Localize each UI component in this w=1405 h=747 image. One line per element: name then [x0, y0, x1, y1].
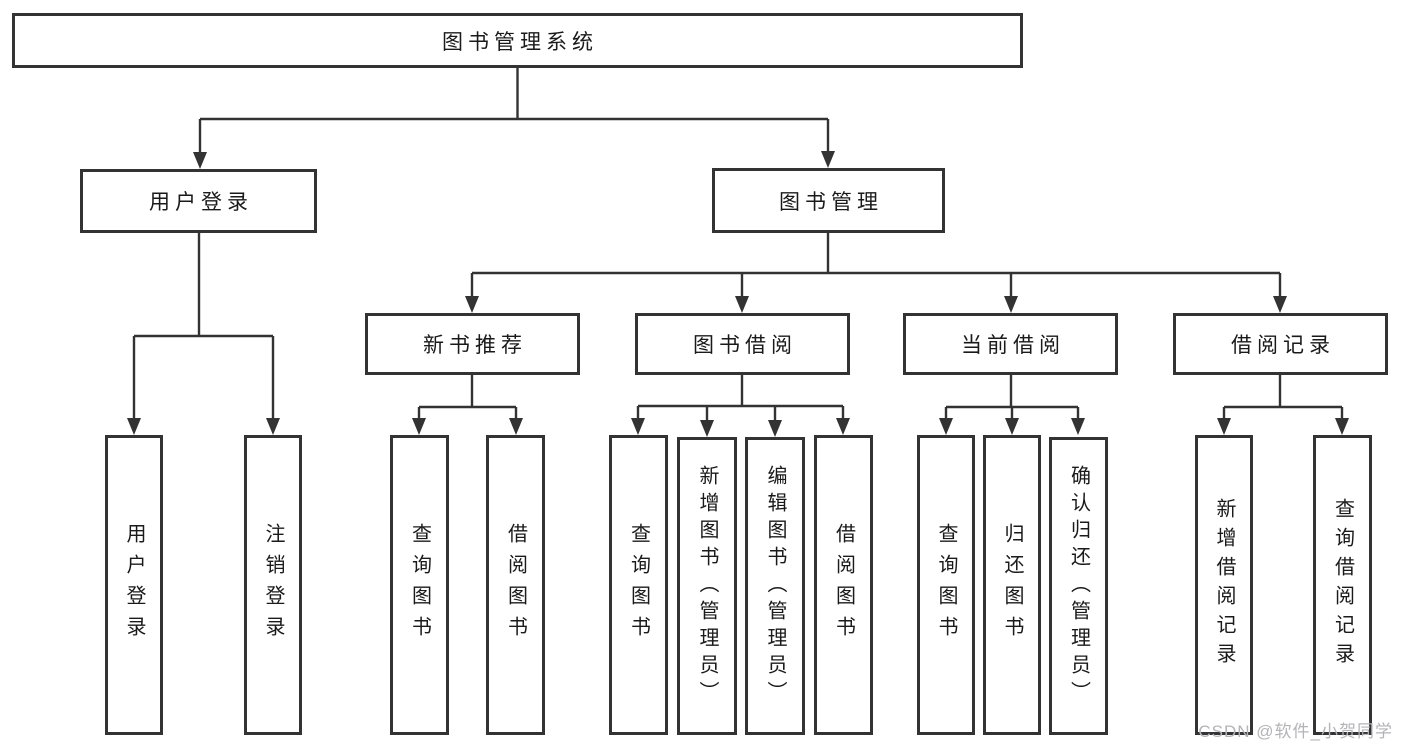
node-borrowing-records-label: 借阅记录 [1231, 334, 1335, 357]
leaf-br-add-record-label: 新增借阅记录 [1213, 498, 1235, 672]
node-root-system: 图书管理系统 [12, 13, 1023, 68]
node-root-system-label: 图书管理系统 [442, 30, 598, 54]
watermark: CSDN @软件_小贺同学 [1198, 722, 1393, 741]
node-new-book-recommendation-label: 新书推荐 [423, 334, 527, 357]
node-current-borrowing-label: 当前借阅 [961, 334, 1065, 357]
leaf-user-login-label: 用户登录 [123, 523, 145, 647]
node-book-borrowing: 图书借阅 [635, 313, 850, 375]
leaf-bb-borrow-books-label: 借阅图书 [832, 523, 855, 647]
leaf-bb-edit-books: 编辑图书（管理员） [745, 437, 805, 735]
leaf-cb-query-books-label: 查询图书 [935, 523, 957, 647]
leaf-bb-edit-books-label: 编辑图书（管理员） [764, 464, 786, 708]
leaf-cb-query-books: 查询图书 [917, 435, 975, 735]
leaf-cb-confirm-return: 确认归还（管理员） [1049, 437, 1108, 735]
node-book-management-label: 图书管理 [779, 190, 883, 214]
node-borrowing-records: 借阅记录 [1173, 313, 1388, 375]
leaf-nbr-query-books-label: 查询图书 [408, 523, 431, 647]
leaf-bb-query-books: 查询图书 [609, 435, 668, 735]
leaf-br-query-record: 查询借阅记录 [1313, 435, 1372, 735]
leaf-nbr-borrow-books: 借阅图书 [486, 435, 545, 735]
node-current-borrowing: 当前借阅 [903, 313, 1118, 375]
leaf-nbr-borrow-books-label: 借阅图书 [504, 523, 527, 647]
node-book-borrowing-label: 图书借阅 [693, 334, 797, 357]
leaf-bb-query-books-label: 查询图书 [627, 523, 650, 647]
leaf-bb-add-books: 新增图书（管理员） [677, 437, 737, 735]
leaf-br-query-record-label: 查询借阅记录 [1331, 498, 1354, 672]
leaf-logout-label: 注销登录 [262, 523, 284, 647]
leaf-bb-borrow-books: 借阅图书 [814, 435, 873, 735]
leaf-br-add-record: 新增借阅记录 [1195, 435, 1253, 735]
leaf-bb-add-books-label: 新增图书（管理员） [696, 464, 718, 708]
leaf-user-login: 用户登录 [105, 435, 163, 735]
leaf-cb-confirm-return-label: 确认归还（管理员） [1067, 464, 1090, 708]
node-user-login-group: 用户登录 [80, 169, 317, 233]
leaf-cb-return-books: 归还图书 [983, 435, 1041, 735]
leaf-nbr-query-books: 查询图书 [390, 435, 449, 735]
node-user-login-group-label: 用户登录 [149, 191, 253, 214]
connector-path [132, 68, 1344, 420]
leaf-logout: 注销登录 [244, 435, 302, 735]
node-new-book-recommendation: 新书推荐 [365, 313, 580, 375]
node-book-management: 图书管理 [712, 168, 945, 233]
leaf-cb-return-books-label: 归还图书 [1001, 523, 1023, 647]
